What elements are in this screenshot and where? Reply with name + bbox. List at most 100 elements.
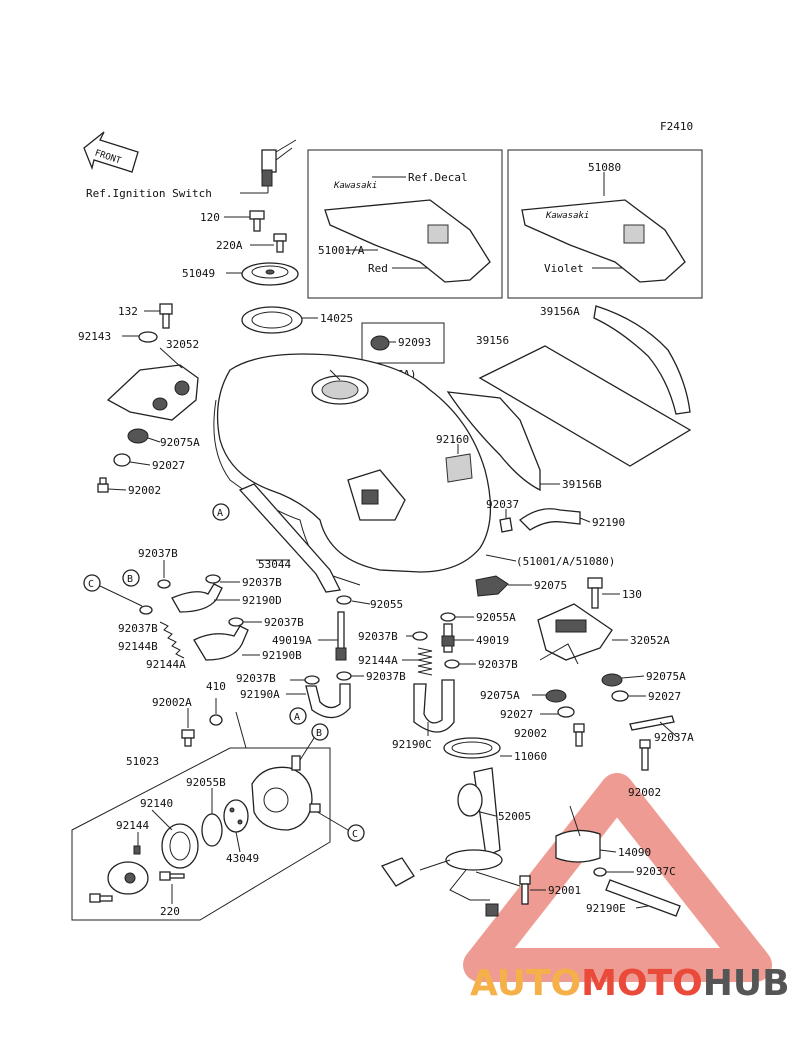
label-92002a: 92002A [152, 696, 192, 709]
gasket-11060-icon [443, 737, 501, 759]
spring-92144a-center-icon [417, 647, 433, 676]
label-92037b-3: 92037B [264, 616, 304, 629]
label-32052: 32052 [166, 338, 199, 351]
gasket-14025-icon [241, 306, 303, 334]
label-92027-top: 92027 [152, 459, 185, 472]
hose-92190c-icon [413, 679, 455, 733]
svg-text:B: B [127, 574, 133, 585]
fuel-pump-body-icon [251, 755, 321, 831]
decal-script-right: Kawasaki [545, 211, 589, 221]
bracket-32052a-icon [537, 603, 613, 665]
label-49019: 49019 [476, 634, 509, 647]
label-92190a: 92190A [240, 688, 280, 701]
label-92037: 92037 [486, 498, 519, 511]
label-92190c: 92190C [392, 738, 432, 751]
label-32052a: 32052A [630, 634, 670, 647]
front-arrow-icon: FRONT [83, 131, 139, 173]
bolt-92002-top-icon [97, 477, 109, 493]
label-51049: 51049 [182, 267, 215, 280]
bolt-92002a-icon [181, 729, 195, 747]
label-39156a: 39156A [540, 305, 580, 318]
pin-92144-icon [133, 845, 141, 855]
label-92055: 92055 [370, 598, 403, 611]
label-92037b-2: 92037B [242, 576, 282, 589]
oring-92055-icon [336, 595, 352, 605]
label-92075: 92075 [534, 579, 567, 592]
diaphragm-icon [161, 823, 199, 869]
label-92037c: 92037C [636, 865, 676, 878]
label-92140: 92140 [140, 797, 173, 810]
label-92037b-1: 92037B [138, 547, 178, 560]
damper-92075-icon [475, 575, 509, 597]
label-220: 220 [160, 905, 180, 918]
pump-cap-icon [107, 861, 149, 895]
fuel-pump-52005-icon [380, 767, 503, 917]
svg-text:AUTOMOTOHUB: AUTOMOTOHUB [470, 963, 790, 1004]
pad-92160-icon [445, 453, 473, 483]
svg-text:C: C [352, 829, 358, 840]
label-92002-r1: 92002 [514, 727, 547, 740]
callout-b-left-icon: B [122, 569, 140, 587]
hose-92190a-icon [305, 683, 351, 719]
label-92037b-5: 92037B [358, 630, 398, 643]
label-92037b-7: 92037B [236, 672, 276, 685]
label-92144: 92144 [116, 819, 149, 832]
svg-text:B: B [316, 728, 322, 739]
watermark-moto: MOTO [581, 963, 703, 1004]
cap-92093-icon [370, 335, 390, 351]
figure-code: F2410 [660, 120, 693, 133]
clamp-92037b-f-icon [444, 659, 460, 669]
spring-92144b-icon [159, 621, 185, 659]
damper-92075a-r1-icon [601, 673, 623, 687]
cover-43049-icon [223, 799, 249, 833]
strap-92037a-icon [629, 715, 675, 731]
watermark-triangle [463, 773, 772, 982]
clamp-92037b-h-icon [336, 671, 352, 681]
ref-ignition-label: Ref.Ignition Switch [86, 187, 212, 200]
pad-39156b-icon [446, 391, 541, 492]
hose-92190d-icon [171, 583, 223, 613]
callout-a-top-icon: A [212, 503, 230, 521]
label-92002-r2: 92002 [628, 786, 661, 799]
clamp-92037-icon [499, 517, 513, 533]
label-92037b-8: 92037B [366, 670, 406, 683]
color-red-label: Red [368, 262, 388, 275]
svg-text:C: C [88, 579, 94, 590]
color-violet-label: Violet [544, 262, 584, 275]
svg-text:A: A [217, 508, 223, 519]
hose-92190b-icon [193, 625, 249, 661]
callout-a-mid-icon: A [289, 707, 307, 725]
label-92037a: 92037A [654, 731, 694, 744]
watermark-auto: AUTO [470, 963, 581, 1004]
label-92190d: 92190D [242, 594, 282, 607]
callout-c-left-icon: C [83, 574, 101, 592]
bolt-92002-r2-icon [639, 739, 651, 771]
hose-92190-icon [519, 508, 581, 531]
clamp-92037b-g-icon [304, 675, 320, 685]
label-130: 130 [622, 588, 642, 601]
watermark-logo: AUTOMOTOHUB [470, 963, 790, 1004]
label-52005: 52005 [498, 810, 531, 823]
label-49019a: 49019A [272, 634, 312, 647]
clamp-92037b-b-icon [205, 574, 221, 584]
oring-92055b-icon [201, 813, 223, 847]
ignition-switch-icon [240, 139, 297, 194]
filler-cap-51049-icon [241, 262, 299, 286]
fitting-49019a-icon [335, 611, 347, 661]
screw-220-icon [159, 871, 185, 881]
label-92144a-left: 92144A [146, 658, 186, 671]
label-51023: 51023 [126, 755, 159, 768]
decal-script-left: Kawasaki [333, 181, 377, 191]
fuel-tank-icon [213, 353, 492, 586]
bolt-120-icon [249, 210, 265, 232]
damper-92075a-r2-icon [545, 689, 567, 703]
bolt-132-icon [159, 303, 173, 329]
label-120: 120 [200, 211, 220, 224]
clamp-92037b-a-icon [157, 579, 171, 589]
label-11060: 11060 [514, 750, 547, 763]
label-92144b: 92144B [118, 640, 158, 653]
oring-92055a-icon [440, 612, 456, 622]
label-92190b: 92190B [262, 649, 302, 662]
pad-39156a-icon [593, 305, 691, 415]
